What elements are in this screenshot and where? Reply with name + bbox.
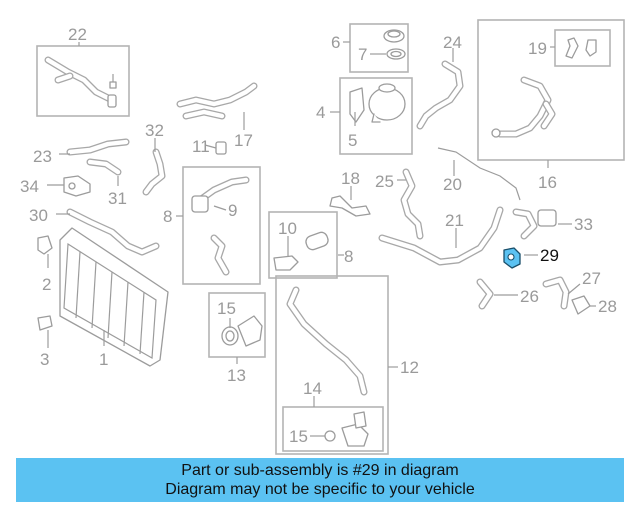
part-20-pipe	[437, 147, 521, 201]
callout-25: 25	[375, 172, 394, 191]
part-2-mount	[37, 235, 53, 255]
part-30-hose	[66, 208, 160, 256]
part-14-tee	[324, 411, 369, 447]
part-5-bracket	[349, 87, 365, 123]
part-21-hose	[378, 206, 504, 266]
callout-labels: 22 6 7 24 19 4 5 17 11 32 23 34 31 18 25…	[20, 25, 617, 446]
part-31-hose	[86, 158, 122, 176]
callout-28: 28	[598, 297, 617, 316]
callout-12: 12	[400, 358, 419, 377]
part-25-hose	[400, 168, 424, 240]
part-9-hose	[191, 176, 250, 276]
callout-21: 21	[445, 211, 464, 230]
group-box-8a	[182, 166, 261, 285]
part-33-hose	[512, 208, 557, 240]
part-23-hose	[66, 138, 130, 156]
callout-30: 30	[29, 206, 48, 225]
part-24-hose	[416, 60, 464, 130]
part-29-highlighted[interactable]	[503, 247, 521, 269]
group-box-14	[282, 406, 384, 452]
callout-18: 18	[341, 169, 360, 188]
callout-6: 6	[331, 33, 340, 52]
callout-11: 11	[192, 137, 210, 156]
part-19-clamps	[565, 37, 597, 59]
part-4-expansion-tank	[368, 83, 406, 123]
callout-13: 13	[227, 366, 246, 385]
callout-4: 4	[316, 103, 325, 122]
part-15-seal	[221, 315, 263, 347]
part-3-mount	[37, 315, 53, 331]
group-box-16	[477, 19, 625, 161]
banner-line-1: Part or sub-assembly is #29 in diagram	[181, 462, 459, 479]
part-16-hose-assembly	[491, 76, 556, 138]
callout-26: 26	[520, 287, 539, 306]
callout-27: 27	[582, 269, 601, 288]
part-26-hose	[476, 278, 494, 310]
callout-15b: 15	[289, 427, 308, 446]
part-34-thermostat	[63, 175, 91, 197]
callout-31: 31	[108, 189, 127, 208]
part-32-hose	[142, 148, 166, 196]
info-banner: Part or sub-assembly is #29 in diagram D…	[16, 458, 624, 502]
group-box-12	[275, 275, 389, 455]
group-box-4	[339, 77, 413, 155]
callout-23: 23	[33, 147, 52, 166]
callout-16: 16	[538, 173, 557, 192]
callout-9: 9	[228, 201, 237, 220]
callout-24: 24	[443, 33, 462, 52]
callout-1: 1	[99, 350, 108, 369]
part-6-cap	[383, 29, 405, 43]
callout-29-highlighted[interactable]: 29	[540, 246, 559, 265]
callout-20: 20	[443, 175, 462, 194]
callout-8a: 8	[163, 207, 172, 226]
part-18-bracket	[329, 195, 371, 217]
part-10-fitting	[273, 231, 329, 271]
group-box-8b	[268, 211, 338, 279]
callout-32: 32	[145, 121, 164, 140]
callout-2: 2	[42, 275, 51, 294]
callout-34: 34	[20, 177, 39, 196]
part-28-clamp	[571, 295, 591, 315]
part-27-hose	[542, 276, 570, 310]
callout-7: 7	[358, 45, 367, 64]
leader-lines	[47, 41, 596, 437]
part-7-gasket	[386, 48, 406, 60]
callout-8b: 8	[344, 247, 353, 266]
group-box-6	[349, 23, 409, 73]
banner-line-2: Diagram may not be specific to your vehi…	[165, 481, 475, 498]
group-box-19	[554, 29, 611, 67]
callout-14: 14	[303, 379, 322, 398]
part-11-clip	[215, 141, 227, 155]
part-22-pipe	[44, 56, 117, 108]
part-1-radiator	[59, 227, 169, 367]
callout-17: 17	[234, 131, 253, 150]
callout-22: 22	[68, 25, 87, 44]
callout-5: 5	[348, 131, 357, 150]
callout-10: 10	[278, 219, 297, 238]
part-17-hose	[176, 82, 258, 120]
callout-3: 3	[40, 350, 49, 369]
part-12-hose	[286, 286, 368, 396]
callout-19: 19	[528, 39, 547, 58]
callout-15a: 15	[217, 299, 236, 318]
callout-33: 33	[574, 215, 593, 234]
group-box-22	[36, 45, 130, 117]
